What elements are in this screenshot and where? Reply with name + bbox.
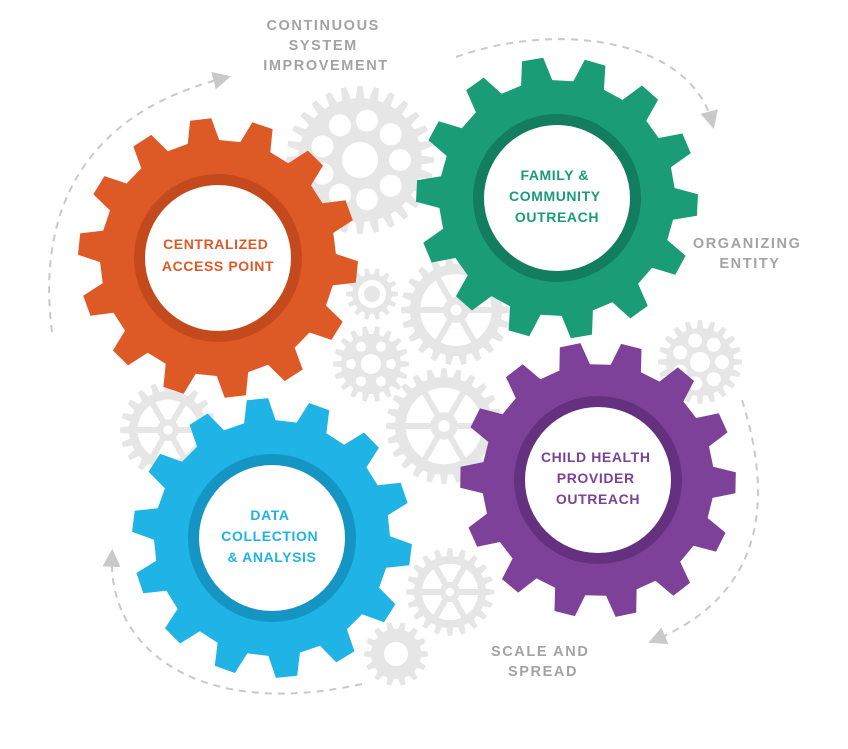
- gear-child-health-provider-outreach: [460, 343, 736, 617]
- label-line: SCALE AND: [491, 644, 589, 660]
- bg-gear-mid-left: [333, 326, 409, 402]
- gear-hole: [706, 337, 721, 352]
- label-family-community-outreach: FAMILY & COMMUNITY OUTREACH: [509, 167, 605, 225]
- gear-hub: [484, 125, 630, 271]
- label-organizing-entity: ORGANIZING ENTITY: [693, 236, 807, 272]
- gear-axle: [690, 352, 710, 372]
- bg-gear-top: [286, 86, 434, 234]
- label-line: ORGANIZING: [693, 236, 802, 252]
- label-line: CHILD HEALTH: [541, 449, 651, 465]
- gear-axle: [342, 142, 378, 178]
- gear-hole: [386, 359, 396, 369]
- gear-data-collection-analysis: [132, 398, 412, 678]
- label-line: COLLECTION: [221, 528, 318, 544]
- gear-hole: [356, 341, 366, 352]
- label-line: OUTREACH: [515, 209, 599, 225]
- gear-hole: [329, 183, 351, 206]
- label-continuous-system-improvement: CONTINUOUS SYSTEM IMPROVEMENT: [263, 18, 389, 74]
- label-line: CONTINUOUS: [266, 18, 379, 34]
- gear-hole: [356, 376, 366, 387]
- label-line: SYSTEM: [289, 38, 358, 54]
- bg-gear-bottom: [406, 548, 494, 636]
- label-centralized-access-point: CENTRALIZED ACCESS POINT: [162, 236, 274, 274]
- label-line: IMPROVEMENT: [263, 58, 389, 74]
- gear-hole: [355, 188, 378, 211]
- gear-hole: [379, 174, 402, 197]
- gear-hub: [525, 407, 671, 553]
- bg-gear-center-lower: [386, 368, 502, 484]
- arrow-top-right: [455, 38, 718, 129]
- label-line: CENTRALIZED: [163, 236, 268, 252]
- gear-hole: [355, 109, 378, 132]
- gear-axle: [438, 420, 450, 432]
- gear-axle: [445, 587, 455, 597]
- gear-hole: [346, 359, 356, 369]
- gear-hub: [199, 465, 345, 611]
- main-gears: [78, 57, 736, 678]
- label-scale-and-spread: SCALE AND SPREAD: [491, 644, 595, 680]
- gear-family-community-outreach: [416, 57, 698, 339]
- gear-hole: [715, 355, 729, 369]
- gear-hole: [376, 341, 386, 352]
- gear-hole: [389, 149, 411, 171]
- bg-gear-bottom-small: [364, 622, 428, 686]
- label-data-collection-analysis: DATA COLLECTION & ANALYSIS: [221, 507, 323, 565]
- gear-centralized-access-point: [78, 118, 358, 398]
- label-child-health-provider-outreach: CHILD HEALTH PROVIDER OUTREACH: [541, 449, 655, 507]
- arrow-left: [48, 71, 231, 333]
- gear-hole: [706, 372, 721, 387]
- label-line: PROVIDER: [557, 470, 635, 486]
- gear-axle: [361, 354, 381, 374]
- gear-axle: [450, 304, 462, 316]
- label-line: SPREAD: [508, 664, 578, 680]
- label-line: OUTREACH: [556, 491, 640, 507]
- label-line: ACCESS POINT: [162, 258, 274, 274]
- gear-axle: [384, 642, 408, 666]
- gear-hole: [379, 123, 402, 146]
- bg-gear-small-center: [346, 268, 398, 320]
- label-line: & ANALYSIS: [228, 549, 317, 565]
- label-line: ENTITY: [719, 256, 780, 272]
- gear-hole: [673, 345, 688, 360]
- cycle-arrows: [48, 38, 759, 695]
- arrow-right: [648, 399, 759, 645]
- gear-hole: [329, 114, 351, 137]
- label-line: DATA: [250, 507, 289, 523]
- arrow-bottom-left: [102, 548, 363, 695]
- gear-hub: [145, 185, 291, 331]
- gear-hub: [364, 286, 380, 302]
- label-line: FAMILY &: [520, 167, 589, 183]
- gear-axle: [163, 425, 173, 435]
- gear-hole: [311, 135, 334, 158]
- label-line: COMMUNITY: [509, 188, 601, 204]
- gear-hole: [376, 376, 386, 387]
- gear-hole: [688, 333, 703, 348]
